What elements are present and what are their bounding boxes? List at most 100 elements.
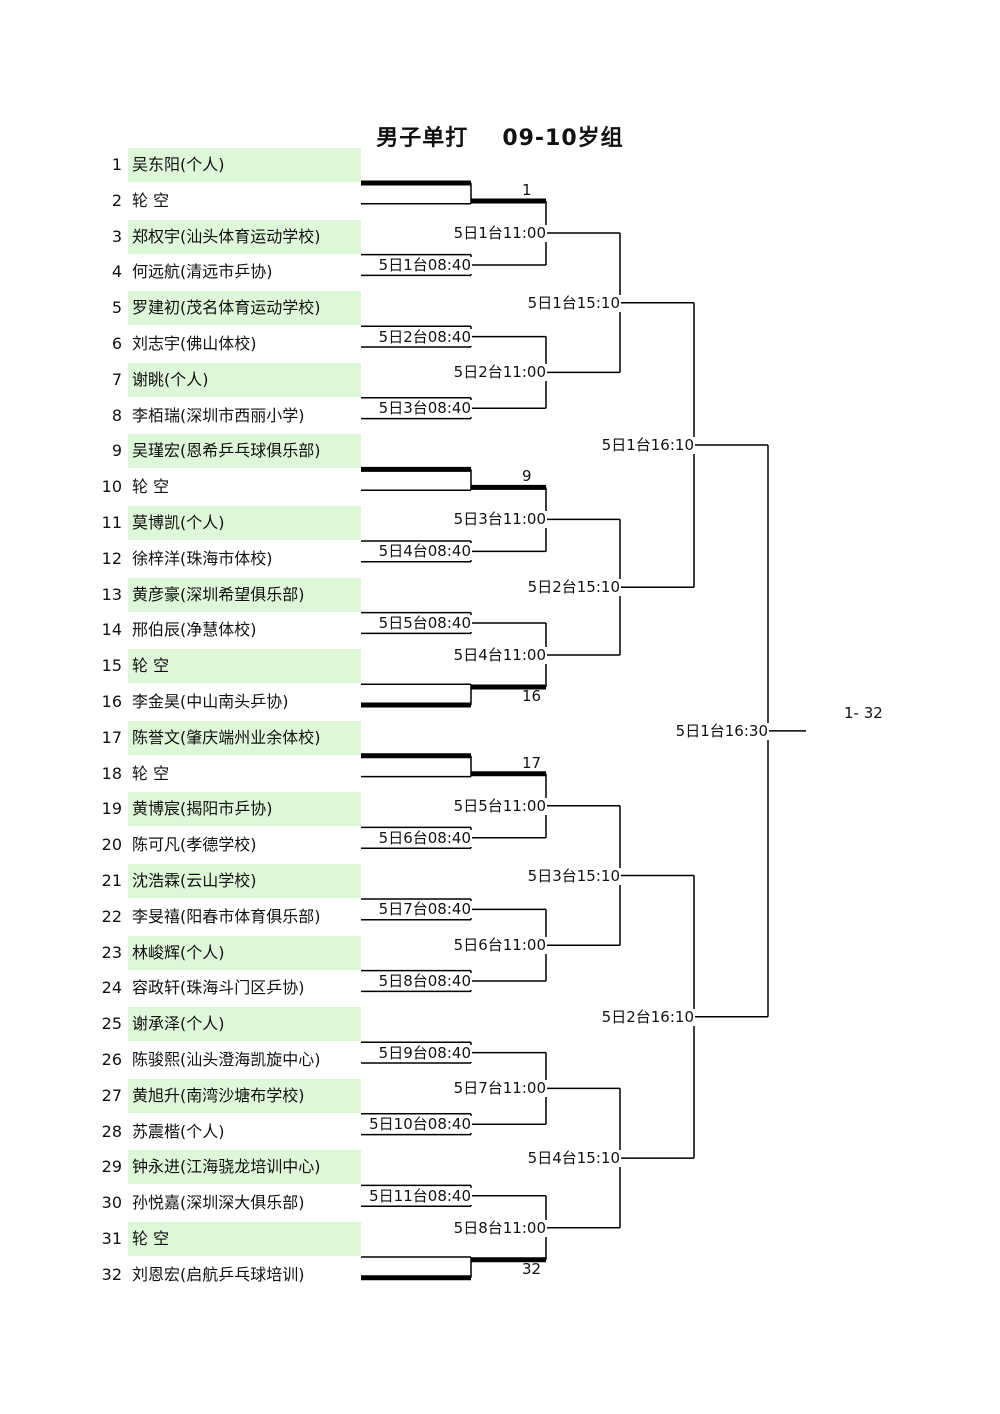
player-row: 7 谢眺(个人): [96, 362, 361, 397]
match-time-label: 5日9台08:40: [377, 1043, 472, 1062]
player-name: 轮 空: [132, 190, 170, 210]
player-row: 23 林峻辉(个人): [96, 935, 361, 970]
player-name: 莫博凯(个人): [128, 506, 361, 540]
player-number: 2: [111, 190, 122, 210]
player-name: 谢眺(个人): [128, 362, 361, 397]
player-row: 14 邢伯辰(净慧体校): [96, 613, 361, 647]
match-time-label: 5日1台08:40: [377, 256, 472, 274]
match-time-label: 5日4台15:10: [526, 1149, 621, 1168]
player-row: 10 轮 空: [96, 470, 361, 504]
player-number: 7: [111, 369, 122, 389]
event-title: 男子单打: [376, 126, 469, 151]
seed-number: 17: [522, 753, 542, 772]
player-name: 林峻辉(个人): [128, 935, 361, 970]
player-row: 29 钟永进(江海骁龙培训中心): [96, 1150, 361, 1185]
player-row: 9 吴瑾宏(恩希乒乓球俱乐部): [96, 434, 361, 469]
player-number: 21: [101, 871, 122, 890]
match-time-label: 5日4台08:40: [377, 542, 472, 561]
player-row: 2 轮 空: [96, 184, 361, 218]
player-name: 谢承泽(个人): [128, 1007, 361, 1042]
player-name: 吴东阳(个人): [128, 148, 361, 182]
player-number: 3: [111, 226, 122, 246]
seed-number: 1: [522, 181, 532, 199]
player-number: 25: [101, 1014, 122, 1034]
match-time-label: 5日2台16:10: [600, 1007, 695, 1026]
player-name: 邢伯辰(净慧体校): [132, 620, 257, 640]
player-row: 13 黄彦豪(深圳希望俱乐部): [96, 577, 361, 612]
player-name: 李金昊(中山南头乒协): [132, 692, 289, 711]
player-number: 26: [101, 1050, 122, 1069]
player-row: 16 李金昊(中山南头乒协): [96, 685, 361, 719]
player-name: 沈浩霖(云山学校): [128, 864, 361, 898]
match-time-label: 5日1台16:30: [674, 721, 769, 740]
player-row: 31 轮 空: [96, 1222, 361, 1256]
player-number: 29: [101, 1157, 122, 1177]
player-row: 4 何远航(清远市乒协): [96, 255, 361, 289]
match-time-label: 5日2台08:40: [377, 327, 472, 346]
player-name: 轮 空: [128, 1222, 361, 1256]
player-name: 陈可凡(孝德学校): [132, 835, 257, 855]
player-number: 15: [101, 656, 122, 676]
match-time-label: 5日3台08:40: [377, 399, 472, 418]
player-name: 苏震楷(个人): [132, 1121, 225, 1141]
player-number: 9: [111, 441, 122, 461]
match-time-label: 5日3台11:00: [452, 510, 547, 529]
player-row: 21 沈浩霖(云山学校): [96, 864, 361, 898]
player-name: 轮 空: [128, 649, 361, 684]
player-row: 3 郑权宇(汕头体育运动学校): [96, 219, 361, 254]
player-row: 20 陈可凡(孝德学校): [96, 828, 361, 862]
player-number: 13: [101, 584, 122, 604]
match-time-label: 5日4台11:00: [452, 646, 547, 664]
group-title: 09-10岁组: [502, 126, 624, 151]
player-number: 28: [101, 1121, 122, 1141]
match-time-label: 5日1台15:10: [526, 293, 621, 312]
player-number: 31: [101, 1229, 122, 1248]
player-number: 16: [101, 692, 122, 711]
player-name: 钟永进(江海骁龙培训中心): [128, 1150, 361, 1185]
match-time-label: 5日6台11:00: [452, 936, 547, 955]
match-time-label: 5日8台08:40: [377, 972, 472, 990]
player-name: 李栢瑞(深圳市西丽小学): [132, 405, 305, 425]
player-name: 罗建初(茂名体育运动学校): [128, 291, 361, 326]
player-number: 19: [101, 799, 122, 819]
player-number: 23: [101, 942, 122, 962]
player-name: 何远航(清远市乒协): [132, 262, 273, 282]
player-row: 25 谢承泽(个人): [96, 1007, 361, 1042]
player-number: 18: [101, 763, 122, 783]
player-name: 郑权宇(汕头体育运动学校): [128, 219, 361, 254]
player-name: 刘恩宏(启航乒乓球培训): [132, 1264, 305, 1284]
player-name: 黄彦豪(深圳希望俱乐部): [128, 577, 361, 612]
player-number: 4: [111, 262, 122, 282]
player-name: 陈誉文(肇庆端州业余体校): [128, 720, 361, 755]
player-name: 吴瑾宏(恩希乒乓球俱乐部): [128, 434, 361, 469]
player-number: 8: [111, 405, 122, 425]
player-name: 轮 空: [132, 477, 170, 497]
match-time-label: 5日2台15:10: [526, 578, 621, 597]
seed-number: 16: [522, 687, 542, 705]
player-name: 刘志宇(佛山体校): [132, 334, 257, 353]
player-number: 20: [101, 835, 122, 855]
player-row: 28 苏震楷(个人): [96, 1115, 361, 1149]
player-number: 10: [101, 477, 122, 497]
player-name: 陈骏熙(汕头澄海凯旋中心): [132, 1050, 321, 1069]
player-name: 黄旭升(南湾沙塘布学校): [128, 1078, 361, 1113]
player-row: 15 轮 空: [96, 649, 361, 684]
match-time-label: 5日11台08:40: [368, 1186, 472, 1205]
player-row: 19 黄博宸(揭阳市乒协): [96, 792, 361, 827]
player-name: 黄博宸(揭阳市乒协): [128, 792, 361, 827]
player-number: 17: [101, 727, 122, 747]
match-time-label: 5日1台16:10: [600, 435, 695, 454]
player-number: 14: [101, 620, 122, 640]
player-number: 5: [111, 298, 122, 318]
match-time-label: 5日7台08:40: [377, 900, 472, 919]
